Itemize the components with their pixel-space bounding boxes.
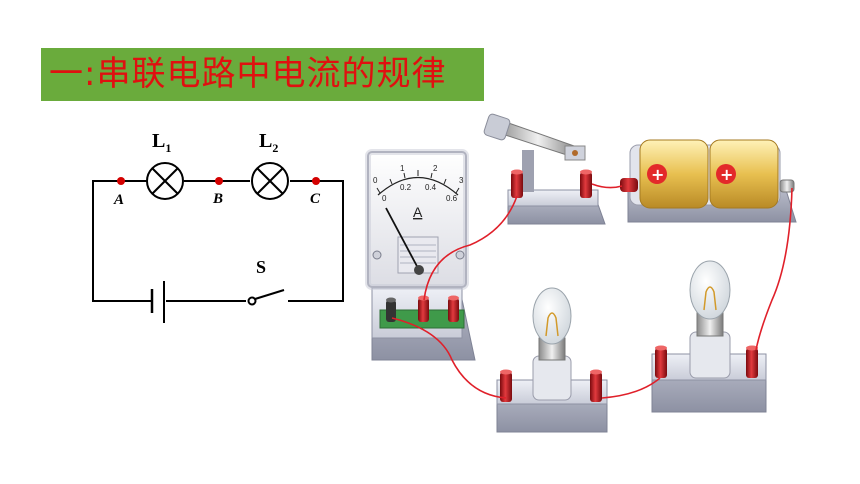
point-b-label: B — [212, 191, 223, 207]
switch-terminal-left — [511, 169, 523, 198]
wire-bulb1-to-ammeter — [391, 317, 507, 399]
knife-switch — [483, 113, 606, 225]
battery-cell-2 — [709, 139, 779, 209]
wire-ammeter-to-switch — [423, 195, 518, 301]
battery-terminal-left — [620, 178, 638, 192]
ammeter-pivot — [414, 265, 424, 275]
svg-text:+: + — [720, 165, 733, 184]
lamp-l2-symbol — [251, 162, 289, 200]
ammeter-scale-arc — [377, 176, 459, 196]
bulb-2-glass — [689, 260, 731, 320]
ammeter-terminal-neg — [386, 297, 396, 322]
lamp-l2-label: L2 — [259, 130, 278, 155]
scale-top-2: 2 — [433, 164, 438, 173]
battery-terminal-right — [779, 179, 795, 193]
scale-top-1: 1 — [400, 164, 405, 173]
bulb-2-terminal-right — [746, 345, 758, 378]
switch-label: S — [256, 257, 266, 277]
ammeter-screw-right — [455, 250, 465, 260]
wire-switch-to-battery — [591, 183, 623, 189]
wire-battery-to-bulb2 — [755, 187, 793, 351]
point-c-dot — [312, 177, 320, 185]
ammeter-unit-label: A — [413, 204, 423, 220]
lamp-l1-label: L1 — [152, 130, 171, 155]
ammeter-scale-top-labels: 0 1 2 3 — [373, 164, 464, 185]
bulb-2-terminal-left — [655, 345, 667, 378]
bulb-1-terminal-left — [500, 369, 512, 402]
scale-bottom-2: 0.4 — [425, 183, 437, 192]
switch-terminal-right — [580, 169, 592, 198]
point-b-dot — [215, 177, 223, 185]
point-a-dot — [117, 177, 125, 185]
bulb-holder-1 — [496, 287, 608, 433]
battery-holder: + + — [620, 139, 797, 223]
ammeter-scale-bottom-labels: 0 0.2 0.4 0.6 — [382, 183, 458, 203]
battery-cell-1 — [639, 139, 709, 209]
connecting-wires — [391, 183, 793, 399]
scale-bottom-0: 0 — [382, 194, 387, 203]
scale-bottom-3: 0.6 — [446, 194, 458, 203]
bulb-1-glass — [532, 287, 572, 345]
circuit-schematic: L1 L2 S A B C — [92, 130, 344, 323]
page-title: 一:串联电路中电流的规律 — [49, 54, 447, 94]
battery-symbol — [150, 281, 165, 323]
lamp-l1-symbol — [146, 162, 184, 200]
ammeter: 0 1 2 3 0 0.2 0.4 0.6 A — [365, 149, 476, 361]
ammeter-screw-left — [372, 250, 382, 260]
ammeter-terminal-3 — [448, 295, 459, 322]
switch-handle — [483, 113, 511, 141]
ammeter-needle — [385, 207, 420, 271]
scale-top-0: 0 — [373, 176, 378, 185]
wire-bulb2-to-bulb1 — [601, 377, 661, 399]
svg-text:+: + — [651, 165, 664, 184]
bulb-holder-2 — [651, 260, 767, 413]
point-c-label: C — [310, 191, 321, 207]
title-banner: 一:串联电路中电流的规律 — [41, 48, 484, 101]
point-a-label: A — [113, 192, 124, 208]
scale-bottom-1: 0.2 — [400, 183, 412, 192]
scale-top-3: 3 — [459, 176, 464, 185]
switch-symbol — [247, 289, 285, 306]
bulb-1-terminal-right — [590, 369, 602, 402]
ammeter-scale-ticks — [376, 170, 460, 194]
